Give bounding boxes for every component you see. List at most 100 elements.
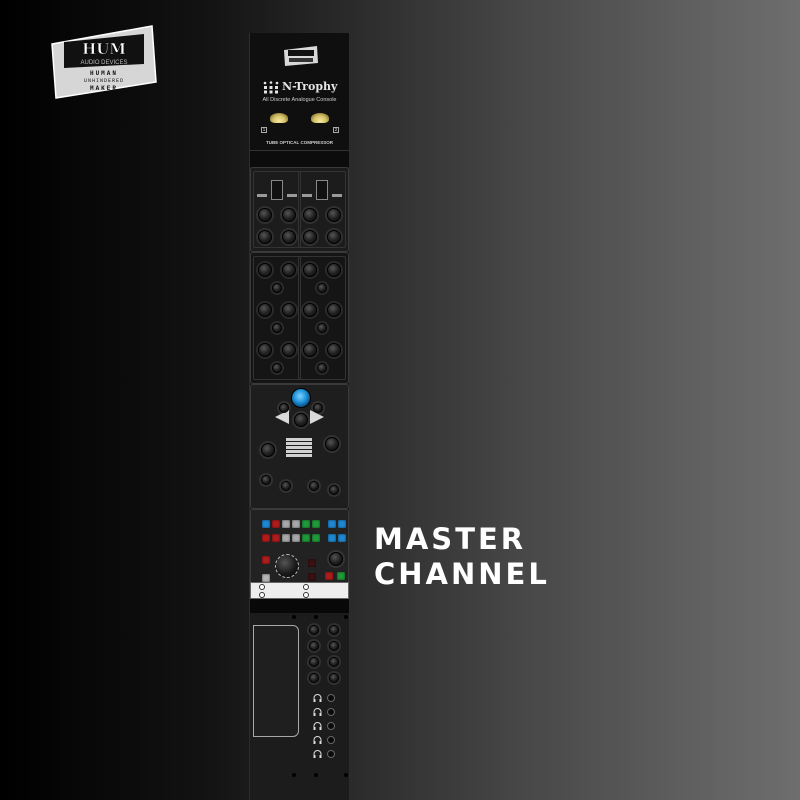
talkback-button[interactable] (308, 559, 316, 567)
routing-button[interactable] (302, 520, 310, 528)
routing-button[interactable] (292, 534, 300, 542)
routing-button[interactable] (262, 520, 270, 528)
eq-freq-knob[interactable] (317, 323, 327, 333)
logo-line4: MAKER (90, 85, 118, 92)
screw-icon (314, 773, 318, 777)
headphone-jack[interactable] (327, 694, 335, 702)
screw-icon (344, 773, 348, 777)
hp-level-knob[interactable] (329, 673, 339, 683)
routing-button[interactable] (282, 520, 290, 528)
headline-line1: MASTER (374, 522, 527, 556)
product-name: N-Trophy (282, 80, 338, 93)
source-select-knob[interactable] (309, 625, 319, 635)
crown-dots-icon (263, 81, 279, 94)
attack-knob[interactable] (258, 230, 272, 244)
arrow-left-icon (275, 410, 289, 424)
master-fader-knob[interactable] (275, 554, 299, 578)
logo-badge-icon: HUM AUDIO DEVICES HUMAN UNHINDERED MAKER (51, 25, 157, 99)
meter-2-label: 2 (333, 127, 339, 133)
routing-button[interactable] (312, 520, 320, 528)
routing-button[interactable] (272, 520, 280, 528)
solo-button[interactable] (262, 574, 270, 582)
source-select-knob[interactable] (309, 641, 319, 651)
headphone-jack[interactable] (327, 736, 335, 744)
blank-panel (253, 625, 299, 737)
patch-jack[interactable] (303, 584, 309, 590)
eq-freq-knob[interactable] (272, 363, 282, 373)
eq-band-knob[interactable] (303, 343, 317, 357)
routing-button[interactable] (312, 534, 320, 542)
screw-icon (292, 773, 296, 777)
routing-button[interactable] (338, 520, 346, 528)
routing-button[interactable] (328, 534, 336, 542)
threshold-knob[interactable] (258, 208, 272, 222)
trim-knob[interactable] (261, 475, 271, 485)
eq-freq-knob[interactable] (272, 323, 282, 333)
hp-level-knob[interactable] (329, 657, 339, 667)
vu-meter-2 (311, 113, 329, 123)
attack-knob[interactable] (303, 230, 317, 244)
eq-freq-knob[interactable] (272, 283, 282, 293)
compressor-channel-2 (298, 171, 346, 248)
eq-band-knob[interactable] (303, 303, 317, 317)
eq-band-knob[interactable] (258, 343, 272, 357)
release-knob[interactable] (327, 230, 341, 244)
label-strip (302, 194, 312, 197)
eq-band-knob[interactable] (258, 263, 272, 277)
monitor-knob[interactable] (261, 443, 275, 457)
headphone-jack[interactable] (327, 722, 335, 730)
hum-audio-devices-logo: HUM AUDIO DEVICES HUMAN UNHINDERED MAKER (48, 24, 160, 100)
eq-band-knob[interactable] (282, 263, 296, 277)
routing-button[interactable] (282, 534, 290, 542)
patch-jack[interactable] (259, 584, 265, 590)
routing-button[interactable] (272, 534, 280, 542)
ratio-knob[interactable] (327, 208, 341, 222)
source-select-knob[interactable] (309, 657, 319, 667)
product-subtitle: All Discrete Analogue Console (262, 97, 337, 103)
hp-level-knob[interactable] (329, 641, 339, 651)
meter-1-label: 1 (261, 127, 267, 133)
headphone-jack[interactable] (327, 750, 335, 758)
eq-module (250, 252, 349, 384)
console-hum-logo-icon (284, 46, 318, 66)
eq-band-knob[interactable] (258, 303, 272, 317)
talkback-button[interactable] (308, 573, 316, 581)
routing-button[interactable] (262, 534, 270, 542)
monitor-button[interactable] (337, 572, 345, 580)
ratio-knob[interactable] (282, 208, 296, 222)
eq-band-knob[interactable] (282, 303, 296, 317)
eq-band-knob[interactable] (282, 343, 296, 357)
routing-button[interactable] (292, 520, 300, 528)
routing-button[interactable] (302, 534, 310, 542)
headphone-jack[interactable] (327, 708, 335, 716)
logo-line3: UNHINDERED (84, 78, 124, 84)
patch-jack[interactable] (303, 592, 309, 598)
patch-jack[interactable] (259, 592, 265, 598)
routing-button[interactable] (328, 520, 336, 528)
headphone-level-knob[interactable] (329, 552, 343, 566)
trim-knob[interactable] (329, 485, 339, 495)
eq-freq-knob[interactable] (317, 363, 327, 373)
level-knob[interactable] (325, 437, 339, 451)
trim-knob[interactable] (281, 481, 291, 491)
eq-freq-knob[interactable] (317, 283, 327, 293)
trim-knob[interactable] (309, 481, 319, 491)
threshold-knob[interactable] (303, 208, 317, 222)
eq-band-knob[interactable] (327, 343, 341, 357)
monitor-button[interactable] (325, 572, 333, 580)
source-selector-labels (286, 438, 312, 458)
eq-band-knob[interactable] (327, 263, 341, 277)
routing-button[interactable] (338, 534, 346, 542)
pan-knob[interactable] (294, 413, 308, 427)
source-select-knob[interactable] (309, 673, 319, 683)
master-gain-knob[interactable] (291, 388, 311, 408)
eq-band-knob[interactable] (303, 263, 317, 277)
console-header-module: N-Trophy All Discrete Analogue Console 1… (250, 33, 349, 151)
aux-knob[interactable] (313, 403, 323, 413)
eq-band-knob[interactable] (327, 303, 341, 317)
hp-level-knob[interactable] (329, 625, 339, 635)
release-knob[interactable] (282, 230, 296, 244)
mute-button[interactable] (262, 556, 270, 564)
eq-channel-1 (253, 256, 301, 380)
aux-knob[interactable] (279, 403, 289, 413)
